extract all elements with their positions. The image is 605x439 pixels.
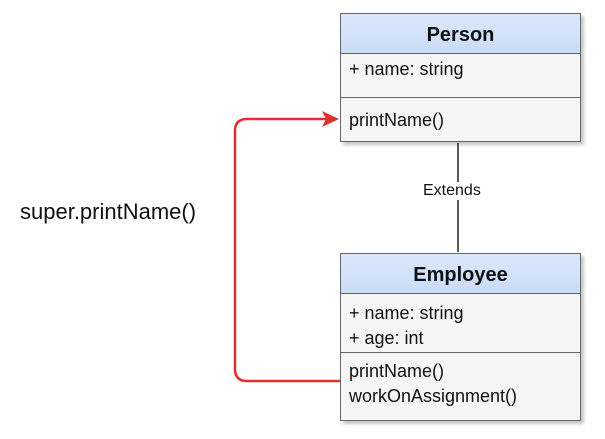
super-call-arrow — [233, 117, 340, 383]
person-attribute-name: + name: string — [349, 59, 464, 79]
person-attributes: + name: string — [341, 54, 580, 97]
extends-label: Extends — [421, 182, 483, 200]
super-call-arrowhead — [322, 111, 339, 127]
person-class-name: Person — [341, 14, 580, 54]
person-method-printname: printName() — [349, 110, 445, 130]
employee-class[interactable]: Employee + name: string + age: int print… — [340, 253, 581, 421]
employee-methods: printName() workOnAssignment() — [341, 352, 580, 420]
employee-attributes: + name: string + age: int — [341, 294, 580, 352]
employee-attribute-name: + name: string — [349, 303, 464, 323]
super-call-label: super.printName() — [20, 199, 197, 224]
employee-attribute-age: + age: int — [349, 328, 424, 348]
employee-class-name: Employee — [341, 254, 580, 294]
employee-method-workonassignment: workOnAssignment() — [349, 386, 518, 406]
person-methods: printName() — [341, 97, 580, 141]
employee-method-printname: printName() — [349, 361, 445, 381]
person-class[interactable]: Person + name: string printName() — [340, 13, 581, 142]
